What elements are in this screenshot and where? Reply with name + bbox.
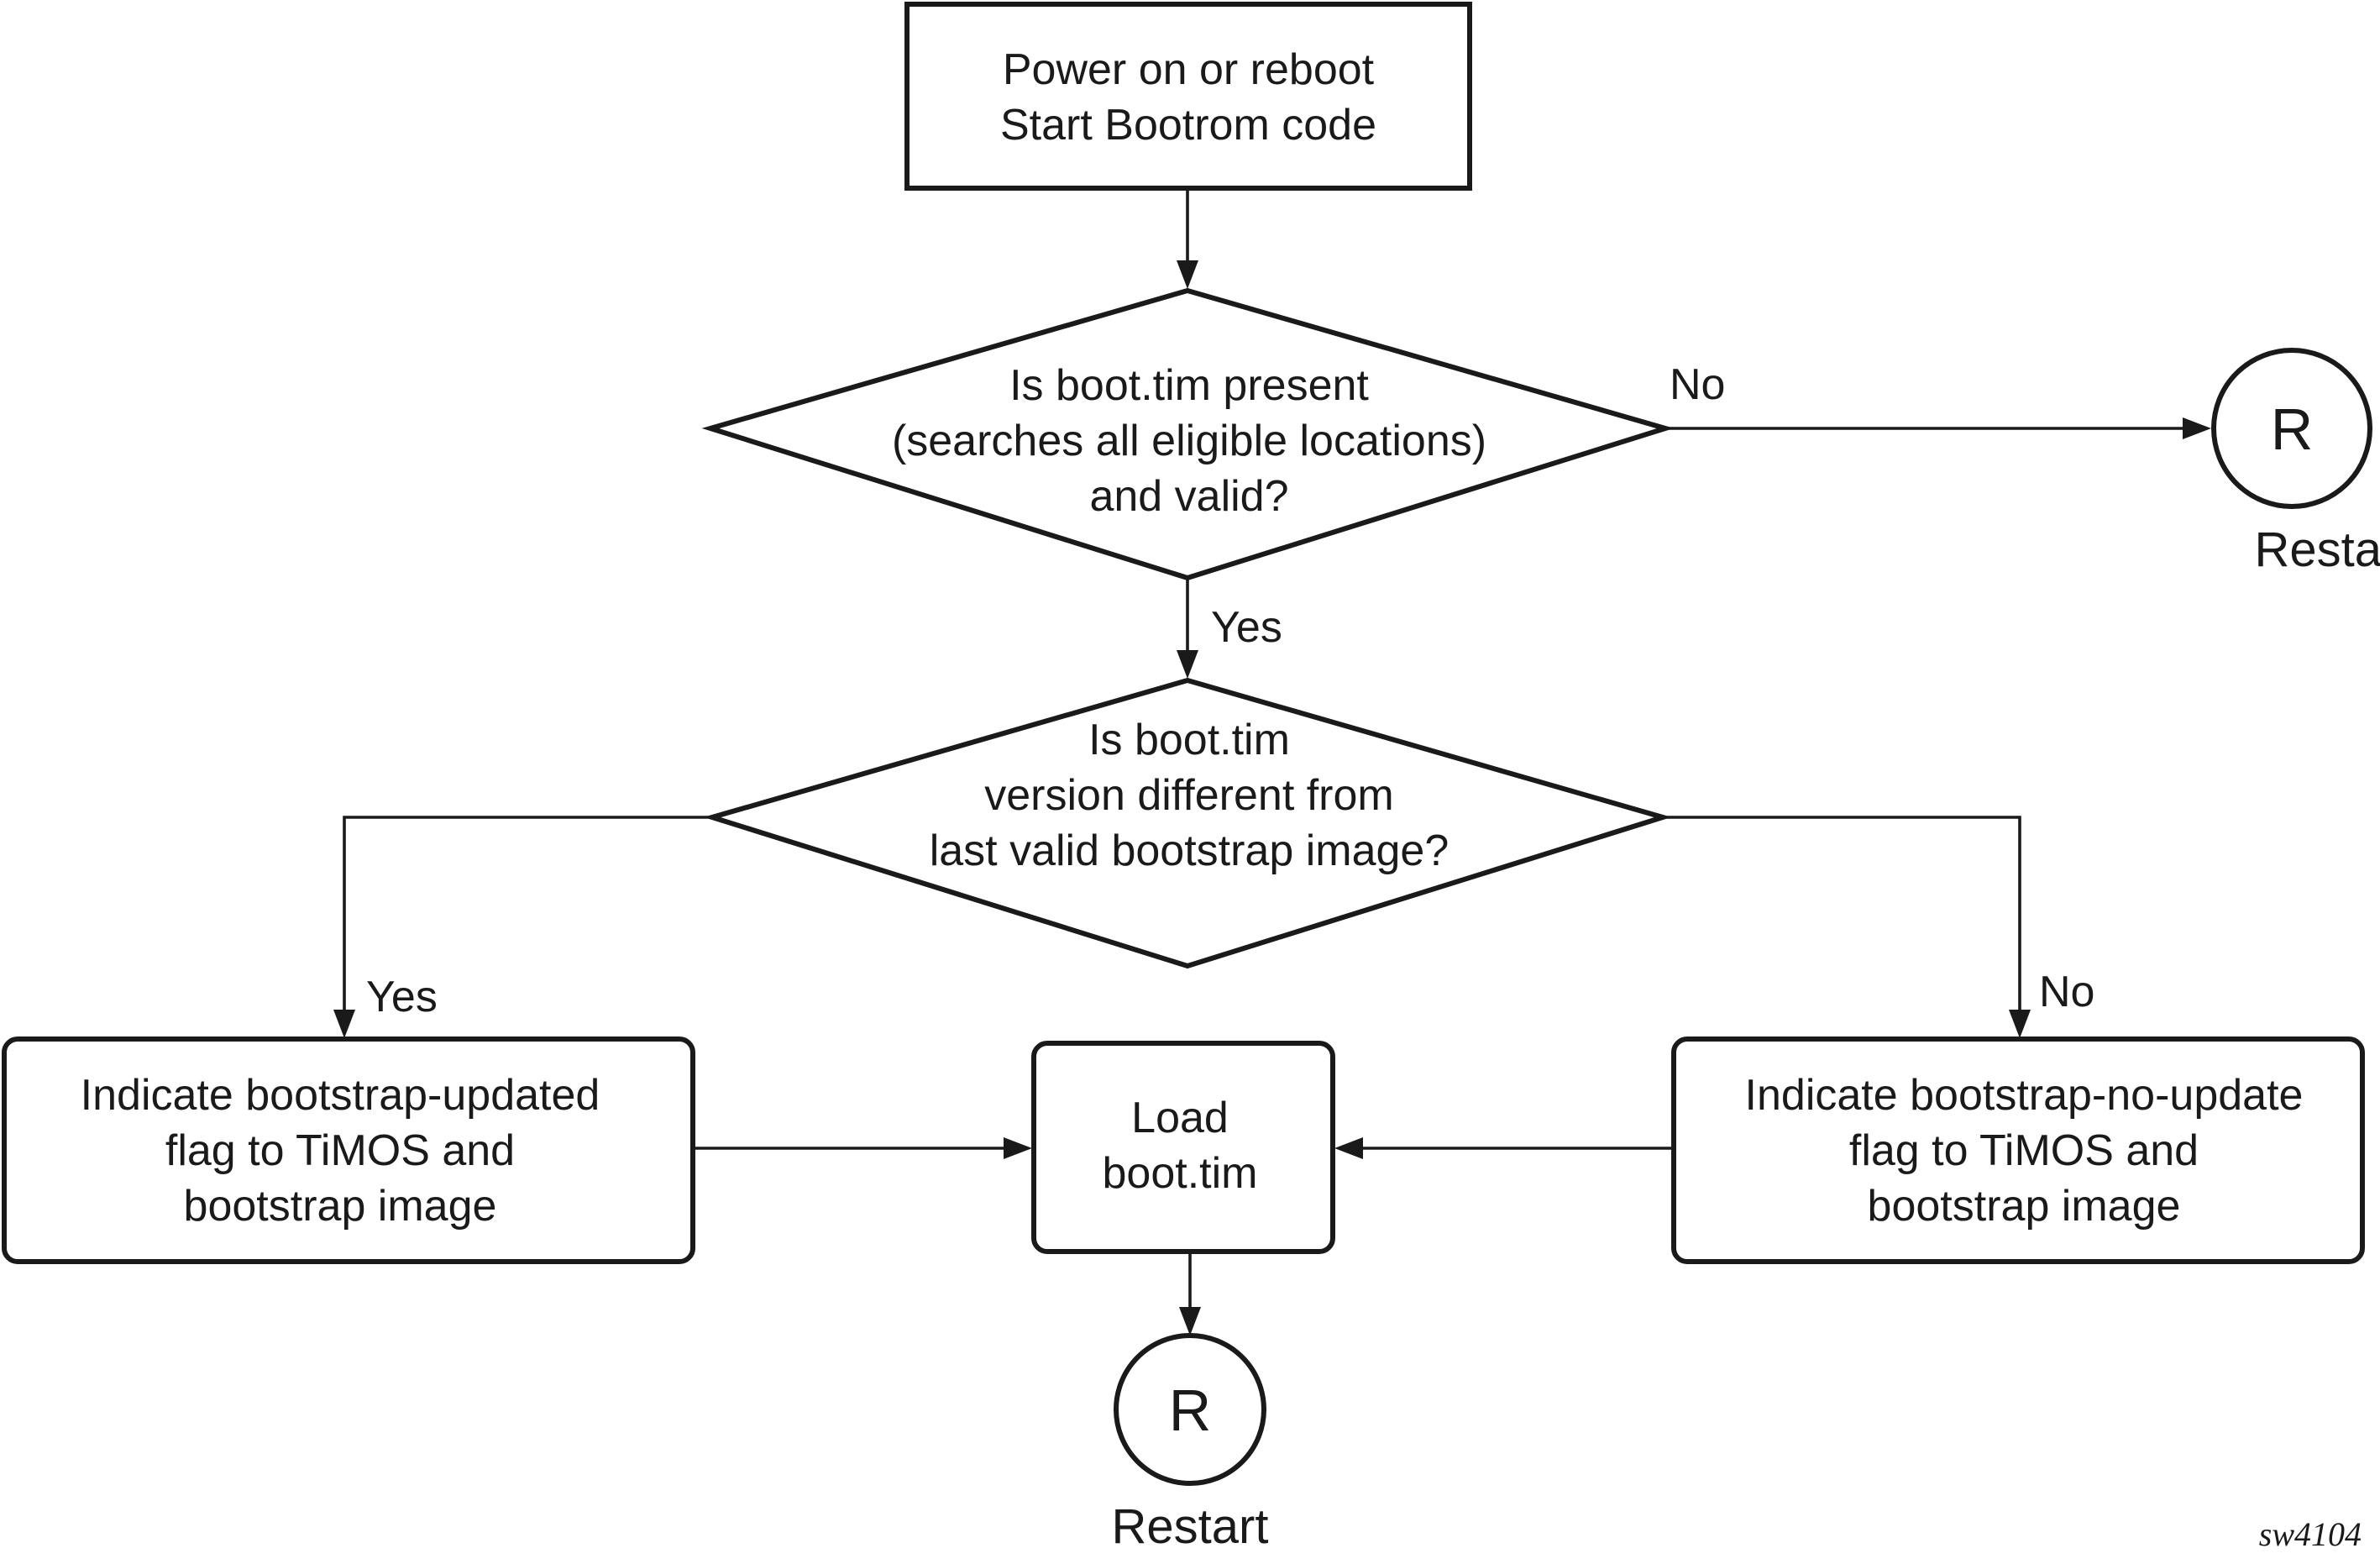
restart-bottom-caption: Restart <box>1112 1499 1269 1554</box>
arrowhead-into-check-present <box>1177 260 1198 289</box>
updated-node: Indicate bootstrap-updated flag to TiMOS… <box>2 1037 695 1264</box>
restart-right-symbol: R <box>2271 396 2314 462</box>
check-version-node: Is boot.tim version different from last … <box>703 677 1672 969</box>
no-update-line2: flag to TiMOS and <box>1849 1126 2199 1175</box>
restart-right-node: R Restart <box>2211 348 2380 577</box>
edge-label-present-yes: Yes <box>1211 603 1282 652</box>
edge-label-present-no: No <box>1670 360 1725 409</box>
start-node: Power on or reboot Start Bootrom code <box>904 2 1472 191</box>
check-present-diamond <box>701 287 1675 581</box>
load-node: Load boot.tim <box>1031 1041 1335 1254</box>
start-box <box>904 2 1472 191</box>
connector-check-version-yes <box>343 816 712 1010</box>
start-label-line1: Power on or reboot <box>1003 45 1375 94</box>
edge-label-version-no: No <box>2039 968 2094 1016</box>
restart-bottom-circle <box>1114 1333 1266 1486</box>
restart-bottom-symbol: R <box>1169 1378 1212 1443</box>
no-update-node: Indicate bootstrap-no-update flag to TiM… <box>1671 1037 2365 1264</box>
arrowhead-into-restart-right <box>2183 417 2211 439</box>
check-version-line2: version different from <box>984 771 1393 820</box>
updated-line1: Indicate bootstrap-updated <box>81 1071 600 1120</box>
check-version-diamond <box>703 677 1672 969</box>
connector-check-version-no <box>1663 816 2021 1010</box>
figure-id: sw4104 <box>2259 1515 2362 1553</box>
check-present-line1: Is boot.tim present <box>1009 361 1369 410</box>
check-present-node: Is boot.tim present (searches all eligib… <box>701 287 1675 581</box>
arrowhead-into-check-version <box>1177 650 1198 679</box>
arrowhead-into-no-update-box <box>2009 1010 2031 1038</box>
check-version-line3: last valid bootstrap image? <box>930 827 1449 875</box>
load-box <box>1031 1041 1335 1254</box>
updated-box <box>2 1037 695 1264</box>
arrowhead-into-load-from-right <box>1334 1137 1363 1159</box>
connectors <box>333 188 2211 1336</box>
no-update-box <box>1671 1037 2365 1264</box>
load-line1: Load <box>1131 1094 1229 1142</box>
arrowhead-into-restart-bottom <box>1179 1307 1201 1336</box>
edge-labels: No Yes Yes No <box>366 360 2094 1021</box>
check-present-line2: (searches all eligible locations) <box>892 417 1486 465</box>
check-present-line3: and valid? <box>1089 472 1288 521</box>
updated-line3: bootstrap image <box>184 1182 497 1231</box>
start-label-line2: Start Bootrom code <box>1000 101 1376 150</box>
updated-line2: flag to TiMOS and <box>165 1126 515 1175</box>
no-update-line3: bootstrap image <box>1868 1182 2181 1231</box>
check-version-line1: Is boot.tim <box>1088 716 1290 764</box>
arrowhead-into-updated-box <box>333 1010 355 1038</box>
edge-label-version-yes: Yes <box>366 973 438 1021</box>
load-line2: boot.tim <box>1103 1149 1258 1198</box>
restart-right-circle <box>2211 348 2372 509</box>
restart-right-caption: Restart <box>2255 522 2380 577</box>
no-update-line1: Indicate bootstrap-no-update <box>1745 1071 2304 1120</box>
arrowhead-into-load-from-left <box>1004 1137 1032 1159</box>
restart-bottom-node: R Restart <box>1112 1333 1269 1554</box>
